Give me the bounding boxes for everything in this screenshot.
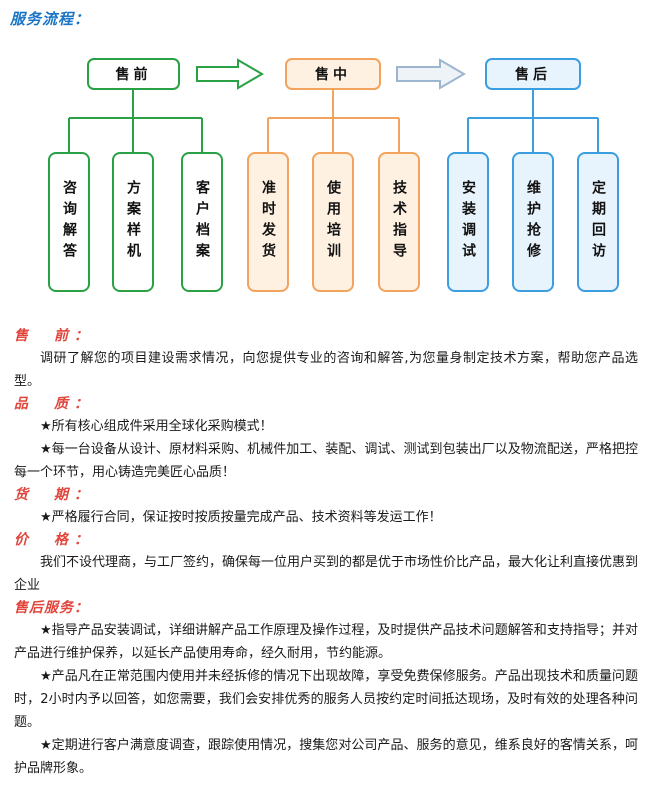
stage-after-sale: 售后 [485,58,581,90]
section-heading: 售后服务： [14,600,89,616]
step-install: 安装调试 [447,152,489,292]
flow-connectors [68,58,599,152]
section-heading: 价 格： [14,532,94,548]
step-customer-file: 客户档案 [181,152,223,292]
arrow-right-icon [196,58,264,90]
section-heading: 售 前： [14,328,94,344]
step-tech-guidance: 技术指导 [378,152,420,292]
section-paragraph: ★严格履行合同，保证按时按质按量完成产品、技术资料等发运工作！ [40,510,442,525]
stage-in-sale: 售中 [285,58,381,90]
section-paragraph: ★所有核心组成件采用全球化采购模式！ [40,419,273,434]
service-details: 售 前： 调研了解您的项目建设需求情况，向您提供专业的咨询和解答,为您量身制定技… [14,325,638,780]
step-training: 使用培训 [312,152,354,292]
page-title: 服务流程： [10,10,91,28]
section-paragraph: ★每一台设备从设计、原材料采购、机械件加工、装配、调试、测试到包装出厂以及物流配… [14,442,638,480]
section-paragraph: ★产品凡在正常范围内使用并未经拆修的情况下出现故障，享受免费保修服务。产品出现技… [14,669,638,730]
section-paragraph: ★定期进行客户满意度调查，跟踪使用情况，搜集您对公司产品、服务的意见，维系良好的… [14,738,638,776]
step-maintenance: 维护抢修 [512,152,554,292]
section-paragraph: 我们不设代理商，与工厂签约，确保每一位用户买到的都是优于市场性价比产品，最大化让… [14,555,639,593]
section-paragraph: 调研了解您的项目建设需求情况，向您提供专业的咨询和解答,为您量身制定技术方案，帮… [14,351,638,389]
arrow-right-icon [396,58,466,90]
step-revisit: 定期回访 [577,152,619,292]
step-on-time-delivery: 准时发货 [247,152,289,292]
section-paragraph: ★指导产品安装调试，详细讲解产品工作原理及操作过程，及时提供产品技术问题解答和支… [14,623,638,661]
section-heading: 品 质： [14,396,94,412]
step-plan-sample: 方案样机 [112,152,154,292]
stage-pre-sale: 售前 [87,58,180,90]
step-consult: 咨询解答 [48,152,90,292]
section-heading: 货 期： [14,487,94,503]
